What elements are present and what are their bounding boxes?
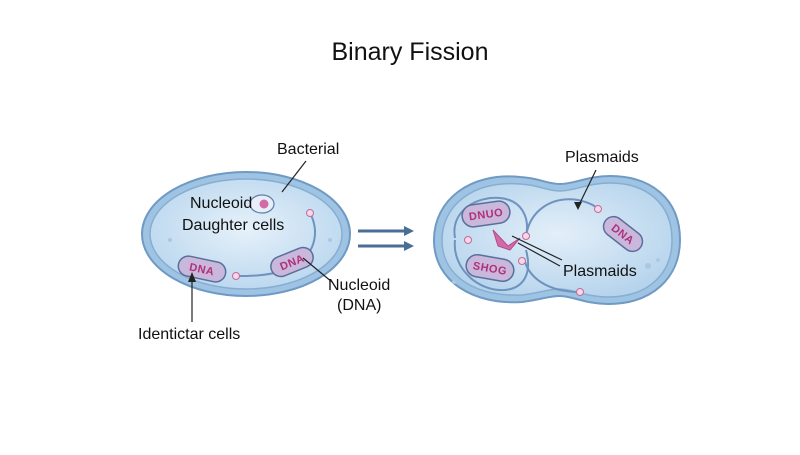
label-identical-cells: Identictar cells <box>138 326 240 343</box>
right-dot <box>594 205 602 213</box>
arrowhead-plasmaids-top <box>574 202 582 210</box>
right-dot <box>576 288 584 296</box>
left-strand-end-top <box>306 209 314 217</box>
label-plasmaids-top: Plasmaids <box>565 149 639 166</box>
speckle <box>452 280 456 284</box>
leader-plasmaids-mid <box>517 242 561 267</box>
process-arrows <box>358 226 414 251</box>
right-cell: DNUO SHOG DNA <box>432 174 682 306</box>
right-dna-capsule-b: SHOG <box>465 253 515 283</box>
right-strand-bottom <box>523 257 581 293</box>
label-nucleoid: Nucleoid <box>190 195 252 212</box>
arrow-head-1 <box>404 226 414 236</box>
leader-nucleoid-dna <box>302 257 333 283</box>
arrow-head-2 <box>404 241 414 251</box>
label-nucleoid-dna-2: (DNA) <box>337 297 381 314</box>
leader-plasmaids-mid-2 <box>511 235 563 261</box>
speckle <box>645 263 651 269</box>
plasmid-shape <box>492 229 521 251</box>
speckle <box>168 238 172 242</box>
left-dna-text-a: DNA <box>188 261 215 278</box>
right-dot <box>464 236 472 244</box>
right-dot <box>522 232 530 240</box>
label-plasmaids-mid: Plasmaids <box>563 263 637 280</box>
right-inner-membrane-a <box>453 196 528 239</box>
speckle <box>656 258 660 262</box>
label-bacterial: Bacterial <box>277 141 339 158</box>
left-dna-capsule-a: DNA <box>177 255 227 283</box>
right-dna-capsule-a: DNUO <box>461 200 511 228</box>
right-dot <box>518 257 526 265</box>
diagram-title: Binary Fission <box>332 38 489 66</box>
left-nucleoid-dot <box>259 199 269 209</box>
right-dna-text-b: SHOG <box>472 260 508 278</box>
left-cell: DNA DNA <box>141 171 351 297</box>
right-dna-text-a: DNUO <box>468 207 504 224</box>
left-dna-capsule-b: DNA <box>270 246 314 278</box>
label-daughter-cells: Daughter cells <box>182 217 284 234</box>
leader-plasmaids-top <box>577 169 597 208</box>
label-nucleoid-dna-1: Nucleoid <box>328 277 390 294</box>
arrowhead-identical <box>188 272 196 282</box>
leader-bacterial <box>281 160 307 193</box>
speckle <box>328 238 332 242</box>
left-strand-end-bottom <box>232 272 240 280</box>
